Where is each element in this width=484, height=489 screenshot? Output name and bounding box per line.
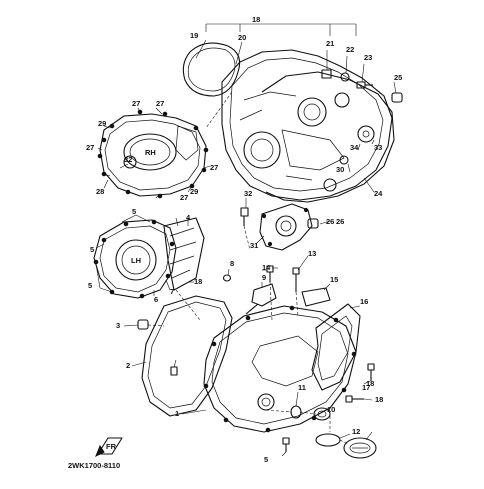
callout-29-40: 29	[190, 187, 198, 196]
callout-21-26: 21	[326, 39, 334, 48]
callout-18-22: 18	[366, 379, 374, 388]
bolt-18-right	[367, 363, 375, 380]
callout-29-39: 29	[98, 119, 106, 128]
crankcase-gasket	[182, 42, 241, 97]
callout-18-21: 18	[194, 277, 202, 286]
catalog-code: 2WK1700-8110	[68, 461, 120, 470]
bolt-24	[356, 81, 373, 89]
callout-9-11: 9	[262, 273, 266, 282]
callout-17-19: 17	[362, 383, 370, 392]
callout-23-28: 23	[364, 53, 372, 62]
pump-housing-31	[259, 203, 313, 251]
callout-27-35: 27	[210, 163, 218, 172]
callout-6-8: 6	[154, 295, 158, 304]
cover-gasket-18-left	[163, 217, 205, 291]
callout-22-27: 22	[346, 45, 354, 54]
callout-19-24: 19	[190, 31, 198, 40]
callout-30-41: 30	[336, 165, 344, 174]
callout-27-37: 27	[86, 143, 94, 152]
alignment-lines	[147, 91, 349, 445]
bolt-14	[292, 267, 300, 292]
callout-12-14: 12	[352, 427, 360, 436]
bolt-8	[222, 274, 232, 282]
bracket-16	[301, 287, 331, 307]
callout-5-7: 5	[264, 455, 268, 464]
callout-27-33: 27	[132, 99, 140, 108]
plug-26-top	[391, 92, 403, 103]
callout-4-3: 4	[186, 213, 191, 222]
bolt-18-bottom-right	[345, 395, 364, 403]
callout-5-5: 5	[88, 281, 92, 290]
cable-bracket-9	[245, 283, 277, 315]
leader-lines	[95, 23, 397, 457]
callout-5-6: 5	[90, 245, 94, 254]
callout-2-1: 2	[126, 361, 130, 370]
cover-mark-lh: LH	[131, 256, 141, 265]
callout-28-38: 28	[96, 187, 104, 196]
bolt-15	[266, 265, 274, 282]
callout-10-12: 10	[327, 405, 335, 414]
dowel-pins-22-23	[321, 69, 350, 82]
cover-gasket-2	[141, 295, 233, 417]
cover-mark-rh: RH	[145, 148, 156, 157]
front-arrow-symbol	[95, 437, 123, 458]
callout-14-16: 14	[262, 263, 271, 272]
cap-12	[343, 437, 377, 459]
callout-26-31: 26	[336, 217, 344, 226]
callout-32-44: 32	[244, 189, 252, 198]
callout-15-17: 15	[330, 275, 338, 284]
bolt-32-centre	[240, 207, 249, 226]
callout-18-20: 18	[375, 395, 383, 404]
callout-27-36: 27	[180, 193, 188, 202]
callout-11-13: 11	[298, 383, 306, 392]
callout-5-4: 5	[132, 207, 136, 216]
dowel-3	[137, 319, 149, 330]
bolt-5-bottom	[282, 437, 290, 452]
callout-32-43: 32	[124, 155, 132, 164]
sprocket-cover-17	[311, 303, 361, 391]
callout-1-0: 1	[175, 409, 179, 418]
callout-25-30: 25	[394, 73, 402, 82]
front-arrow-label: FR	[106, 442, 117, 451]
callout-18-23: 18	[252, 15, 260, 24]
callout-34-46: 34	[350, 143, 359, 152]
callout-8-10: 8	[230, 259, 234, 268]
callout-20-25: 20	[238, 33, 246, 42]
callout-13-15: 13	[308, 249, 316, 258]
callout-24-29: 24	[374, 189, 383, 198]
plug-26-centre	[307, 218, 319, 229]
o-ring-13	[315, 433, 341, 447]
callout-26-32: 26	[326, 217, 334, 226]
case-gasket-25	[261, 71, 395, 203]
crankcase-right-half	[221, 49, 393, 201]
callout-33-45: 33	[374, 143, 382, 152]
callout-16-18: 16	[360, 297, 368, 306]
plug-10	[313, 407, 331, 421]
dowel-pin-left	[170, 366, 178, 376]
callout-7-9: 7	[170, 287, 174, 296]
callout-27-34: 27	[156, 99, 164, 108]
callout-3-2: 3	[116, 321, 120, 330]
callout-31-42: 31	[250, 241, 258, 250]
